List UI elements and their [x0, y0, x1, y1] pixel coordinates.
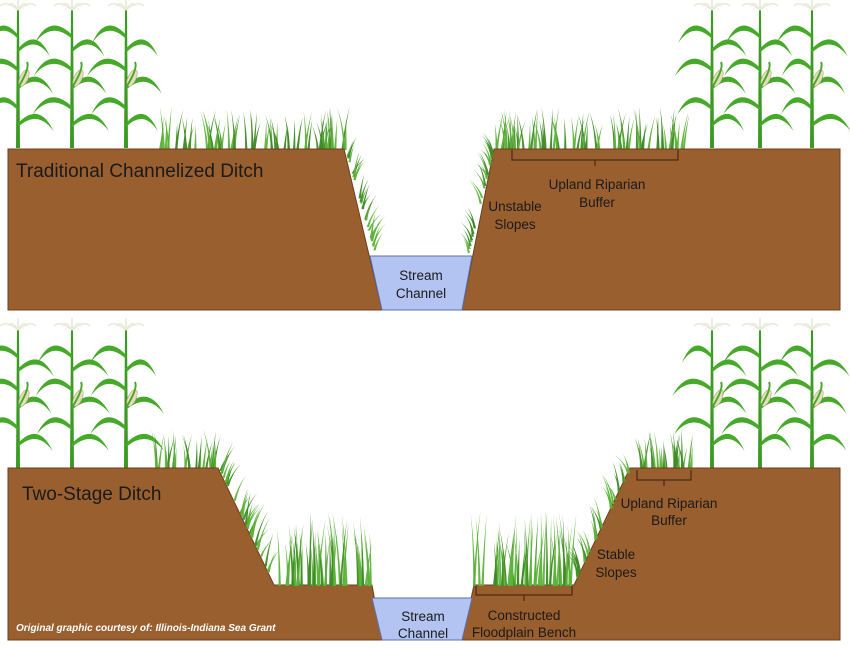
two-stage-grass-right-upland [634, 429, 694, 470]
traditional-grass-left-upland [158, 106, 350, 150]
two-stage-grass-right-slope [564, 454, 630, 578]
two-stage-grass-left-bench [277, 510, 373, 586]
traditional-channel-label-line1: Stream [399, 268, 443, 283]
traditional-slopes-label-line2: Slopes [494, 217, 536, 232]
two-stage-grass-left-upland [151, 429, 221, 470]
two-stage-slopes-label-line2: Slopes [595, 565, 637, 580]
two-stage-title: Two-Stage Ditch [22, 484, 161, 505]
traditional-corn-left [0, 0, 162, 148]
two-stage-soil-left [7, 467, 383, 641]
traditional-soil-right [461, 148, 841, 311]
image-credit: Original graphic courtesy of: Illinois-I… [16, 623, 276, 634]
two-stage-grass-left-slope [219, 441, 280, 573]
traditional-slopes-label-line1: Unstable [488, 199, 541, 214]
two-stage-slopes-label-line1: Stable [597, 547, 635, 562]
traditional-title: Traditional Channelized Ditch [16, 161, 263, 182]
traditional-buffer-label-line2: Buffer [579, 195, 615, 210]
two-stage-buffer-label-line1: Upland Riparian [621, 496, 718, 511]
traditional-grass-right-upland [494, 106, 690, 150]
two-stage-corn-right [672, 318, 850, 468]
two-stage-ditch-panel: Two-Stage Ditch Stream Channel Upland Ri… [0, 318, 850, 641]
two-stage-grass-right-bench [470, 510, 577, 586]
two-stage-buffer-bracket [636, 470, 692, 486]
traditional-corn-right [674, 0, 850, 148]
traditional-buffer-bracket [511, 150, 679, 166]
traditional-channel-label-line2: Channel [396, 286, 446, 301]
two-stage-corn-left [0, 318, 165, 468]
two-stage-bench-label-line2: Floodplain Bench [472, 625, 576, 640]
traditional-ditch-panel: Traditional Channelized Ditch Stream Cha… [0, 0, 850, 311]
traditional-grass-left-slope [346, 137, 386, 251]
two-stage-channel-label-line1: Stream [401, 609, 445, 624]
traditional-grass-right-slope [459, 130, 495, 253]
two-stage-bench-label-line1: Constructed [488, 608, 561, 623]
two-stage-bench-bracket [475, 586, 573, 601]
traditional-buffer-label-line1: Upland Riparian [549, 177, 646, 192]
two-stage-channel-label-line2: Channel [398, 626, 448, 641]
traditional-stream-water [369, 255, 473, 311]
two-stage-stream-water [371, 597, 473, 641]
two-stage-buffer-label-line2: Buffer [651, 513, 687, 528]
